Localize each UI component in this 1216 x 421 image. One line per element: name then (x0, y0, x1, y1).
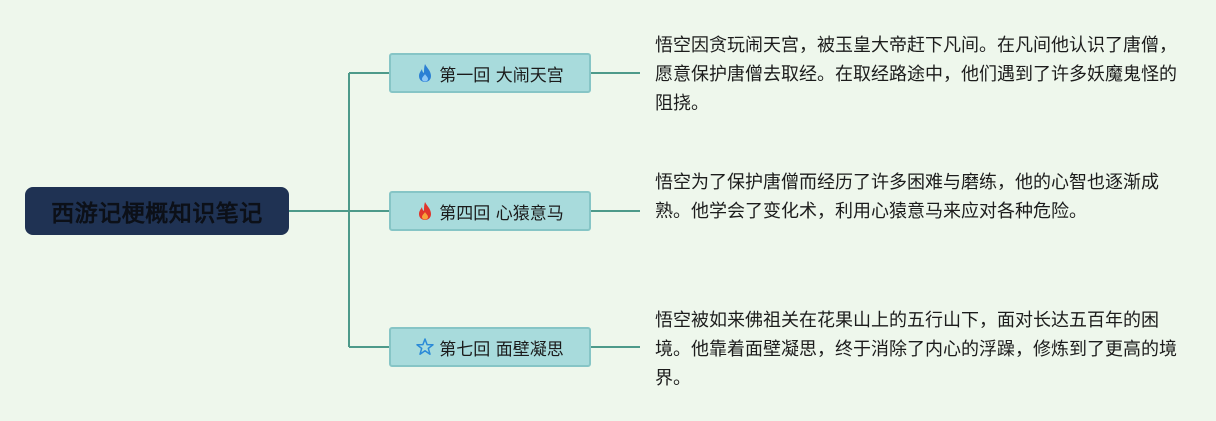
star-outline-icon (416, 337, 435, 357)
root-topic[interactable]: 西游记梗概知识笔记 (25, 187, 289, 235)
blue-flame-icon (416, 63, 434, 83)
note-text-2: 悟空为了保护唐僧而经历了许多困难与磨练，他的心智也逐渐成熟。他学会了变化术，利用… (655, 172, 1159, 222)
branch-label-3: 第七回 面壁凝思 (439, 339, 564, 360)
branch-topic-3[interactable]: 第七回 面壁凝思 (389, 327, 591, 367)
red-flame-icon (416, 201, 434, 221)
branch-topic-2[interactable]: 第四回 心猿意马 (389, 191, 591, 231)
root-title: 西游记梗概知识笔记 (51, 201, 263, 227)
branch-topic-1[interactable]: 第一回 大闹天宫 (389, 53, 591, 93)
note-text-3: 悟空被如来佛祖关在花果山上的五行山下，面对长达五百年的困境。他靠着面壁凝思，终于… (655, 310, 1177, 389)
note-text-1: 悟空因贪玩闹天宫，被玉皇大帝赶下凡间。在凡间他认识了唐僧，愿意保护唐僧去取经。在… (655, 35, 1177, 114)
branch-label-2: 第四回 心猿意马 (439, 203, 564, 224)
branch-label-1: 第一回 大闹天宫 (439, 65, 564, 86)
